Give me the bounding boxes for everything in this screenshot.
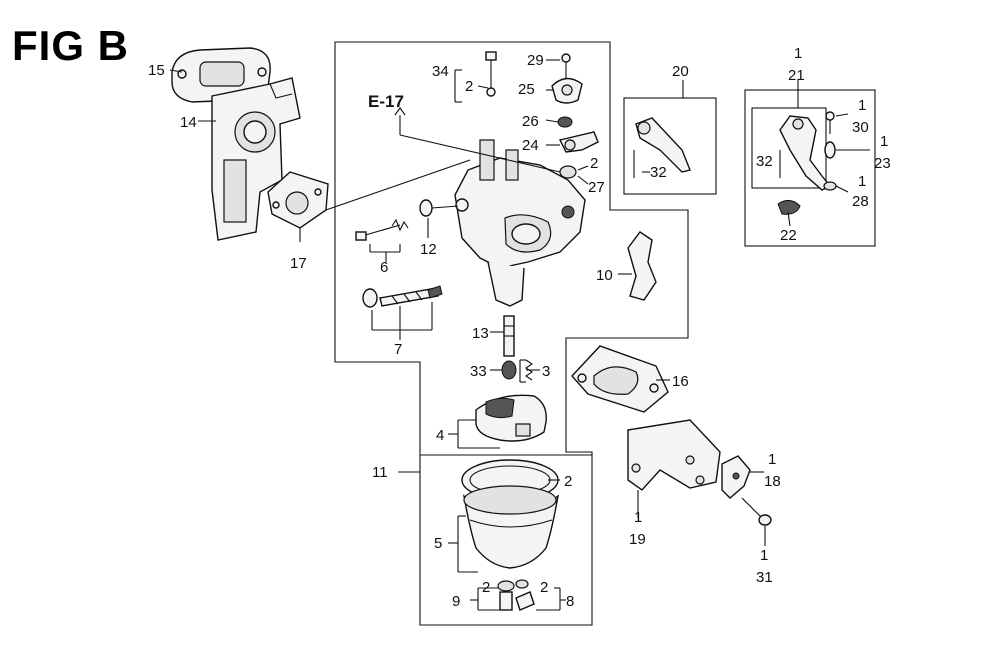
- callout-32-throttle: 32: [756, 153, 773, 170]
- callout-23: 23: [874, 155, 891, 172]
- callout-6: 6: [380, 259, 388, 276]
- part-18-clip: [721, 455, 751, 499]
- part-25-cover: [551, 77, 583, 104]
- callout-22: 22: [780, 227, 797, 244]
- callout-14: 14: [180, 114, 197, 131]
- callout-16: 16: [672, 373, 689, 390]
- callout-27-qty: 2: [590, 155, 598, 172]
- part-33-washer: [501, 360, 517, 380]
- callout-21-qty: 1: [794, 45, 802, 62]
- part-21-throttle-arm: [777, 111, 837, 215]
- callout-18-qty: 1: [768, 451, 776, 468]
- callout-12: 12: [420, 241, 437, 258]
- callout-17: 17: [290, 255, 307, 272]
- leader-lines: [169, 59, 870, 611]
- callout-31-qty: 1: [760, 547, 768, 564]
- part-9-drain-screw: [497, 580, 515, 611]
- callout-3: 3: [542, 363, 550, 380]
- callout-10: 10: [596, 267, 613, 284]
- callout-5: 5: [434, 535, 442, 552]
- callout-28: 28: [852, 193, 869, 210]
- part-13-main-jet: [503, 315, 515, 357]
- callout-19: 19: [629, 531, 646, 548]
- carburetor-body: [454, 139, 586, 307]
- callout-34-qty: 2: [465, 78, 473, 95]
- part-16-gasket: [571, 345, 669, 413]
- part-31-screw: [741, 497, 772, 526]
- callout-20: 20: [672, 63, 689, 80]
- part-12-screw: [419, 199, 459, 217]
- callout-30-qty: 1: [858, 97, 866, 114]
- part-17-gasket: [267, 171, 329, 229]
- part-4-float: [475, 394, 547, 442]
- part-34-screw: [485, 51, 497, 97]
- callout-13: 13: [472, 325, 489, 342]
- callout-4: 4: [436, 427, 444, 444]
- figure-title: FIG B: [12, 22, 129, 69]
- callout-15: 15: [148, 62, 165, 79]
- callout-21: 21: [788, 67, 805, 84]
- callout-34: 34: [432, 63, 449, 80]
- callout-2-gasket: 2: [564, 473, 572, 490]
- part-19-bracket: [627, 419, 721, 491]
- callout-27: 27: [588, 179, 605, 196]
- callout-26: 26: [522, 113, 539, 130]
- part-29-screw: [561, 53, 571, 78]
- callout-28-qty: 1: [858, 173, 866, 190]
- carburetor-assembly-boundary: [334, 41, 689, 626]
- part-5-float-bowl: [462, 485, 560, 569]
- callout-30: 30: [852, 119, 869, 136]
- callout-labels: E-17 15 14 17 34 2 29 25 26 24 2 27 6 12…: [148, 45, 891, 610]
- callout-32-choke: 32: [650, 164, 667, 181]
- reference-e17: E-17: [368, 92, 404, 111]
- part-7-pilot-screw: [362, 285, 443, 308]
- part-8-bolt: [515, 579, 535, 611]
- throttle-arm-box: [744, 89, 876, 247]
- part-10-gasket: [627, 231, 657, 301]
- callout-11: 11: [372, 464, 388, 481]
- part-26-spring: [557, 116, 573, 128]
- part-20-choke-arm: [633, 117, 691, 178]
- callout-23-qty: 1: [880, 133, 888, 150]
- callout-25: 25: [518, 81, 535, 98]
- part-14-bracket: [211, 77, 301, 241]
- part-27-washer: [559, 165, 577, 179]
- choke-arm-box: [623, 97, 717, 195]
- callout-31: 31: [756, 569, 773, 586]
- callout-8-qty: 2: [540, 579, 548, 596]
- callout-9-qty: 2: [482, 579, 490, 596]
- part-24-lever: [558, 131, 599, 153]
- callout-7: 7: [394, 341, 402, 358]
- callout-8: 8: [566, 593, 574, 610]
- callout-19-qty: 1: [634, 509, 642, 526]
- callout-33: 33: [470, 363, 487, 380]
- callout-29: 29: [527, 52, 544, 69]
- callout-9: 9: [452, 593, 460, 610]
- callout-24: 24: [522, 137, 539, 154]
- part-6-screw: [355, 218, 409, 241]
- callout-18: 18: [764, 473, 781, 490]
